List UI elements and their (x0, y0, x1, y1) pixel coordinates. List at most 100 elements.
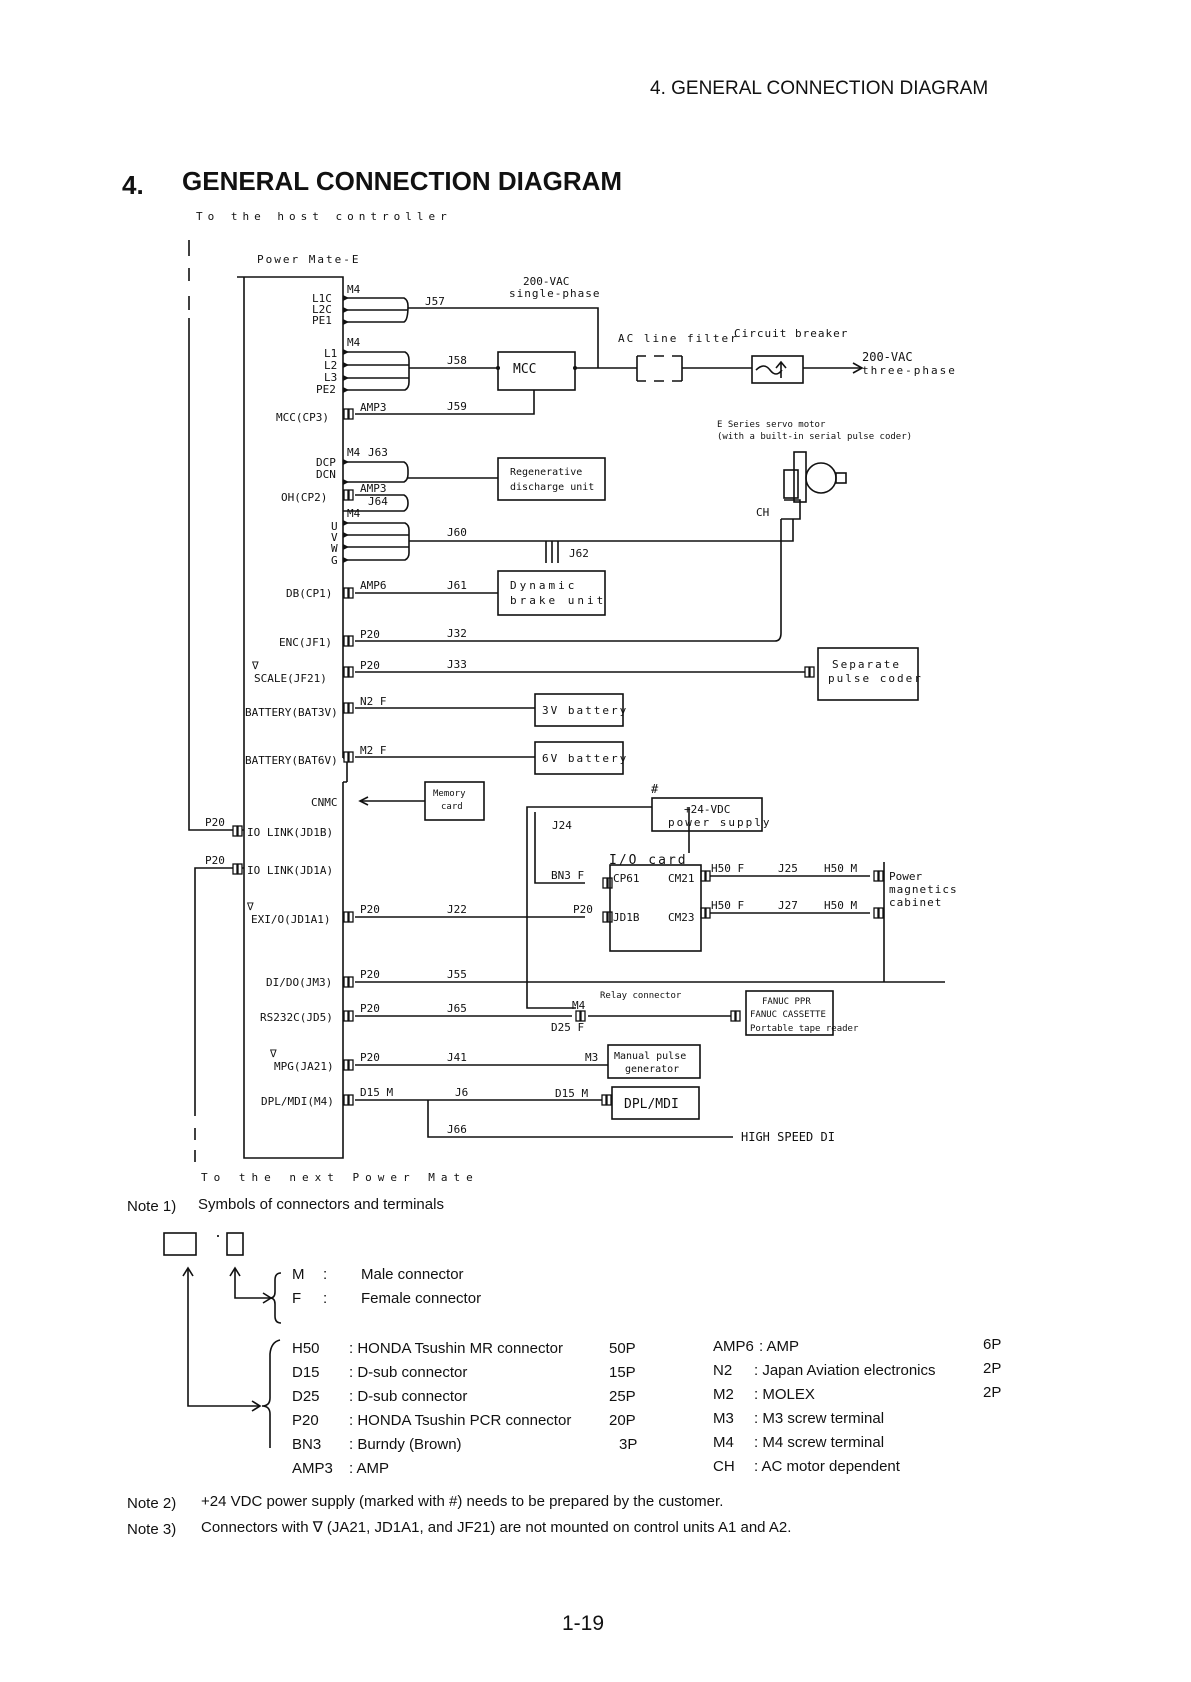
terminal-uvwg (343, 520, 349, 563)
cable-j66: J66 (447, 1123, 467, 1136)
legend-left-pins: 50P (609, 1340, 636, 1357)
tri-jd1a1: ∇ (246, 900, 254, 913)
type-arrow-line (187, 1268, 260, 1407)
io-cm23: CM23 (668, 911, 695, 924)
mem-label: Memory (433, 789, 466, 799)
conn-h50m1: H50 M (824, 862, 857, 875)
legend-left-pins: 15P (609, 1364, 636, 1381)
to-host: To the host controller (196, 210, 452, 223)
cable-j32: J32 (447, 627, 467, 640)
j57-wire (343, 297, 409, 323)
motor-sub: (with a built-in serial pulse coder) (717, 432, 912, 442)
cable-j27: J27 (778, 899, 798, 912)
gender-brace (269, 1272, 282, 1324)
legend-right-pins: 6P (983, 1336, 1002, 1353)
port-l2: L2 (324, 359, 337, 372)
vac3-sub: three-phase (862, 364, 957, 377)
conn-m4a: M4 (347, 283, 361, 296)
connector-glyph-cp3 (343, 408, 354, 420)
servo-motor (781, 451, 847, 520)
port-l1: L1 (324, 347, 337, 360)
connector-glyph-cp2 (343, 489, 354, 501)
conn-bn3f: BN3 F (551, 869, 584, 882)
breaker-label: Circuit breaker (734, 327, 848, 340)
ac-filter-label: AC line filter (618, 332, 739, 345)
legend-left-code: D25 (292, 1388, 320, 1405)
cable-j57: J57 (425, 295, 445, 308)
legend-right-code: M2 (713, 1386, 734, 1403)
port-enc: ENC(JF1) (279, 636, 332, 649)
connector-glyph-sep (804, 666, 815, 678)
mpg-label-b: generator (625, 1064, 679, 1075)
bat3-box (534, 693, 624, 727)
port-dido: DI/DO(JM3) (266, 976, 332, 989)
three-phase-arrow (852, 362, 864, 374)
vac1-label: 200-VAC (523, 275, 569, 288)
gender-arrow-up (229, 1266, 241, 1277)
regen-box (497, 457, 606, 501)
connector-glyph-jf21 (343, 666, 354, 678)
cable-j24: J24 (552, 819, 572, 832)
legend-right-code: AMP6 (713, 1338, 754, 1355)
connector-glyph-cm21 (700, 870, 711, 882)
type-arrow-right (251, 1400, 262, 1412)
connection-diagram: Power Mate-E To the host controller To t… (188, 210, 957, 1184)
bat6-box (534, 741, 624, 775)
note2-label: Note 2) (127, 1495, 177, 1512)
cable-j65: J65 (447, 1002, 467, 1015)
type-brace (261, 1339, 281, 1448)
legend-left-desc: : HONDA Tsushin MR connector (349, 1340, 563, 1357)
tri-jf21: ∇ (251, 659, 259, 672)
port-l1c: L1C (312, 292, 332, 305)
j59-line (355, 390, 535, 415)
connector-glyph-m4 (343, 1094, 354, 1106)
connector-glyph-jm3 (343, 976, 354, 988)
sep-label: Separate (832, 658, 901, 671)
conn-n2f: N2 F (360, 695, 387, 708)
ac-filter-box (636, 355, 683, 382)
type-arrow-up (182, 1266, 194, 1277)
legend-right-desc: : Japan Aviation electronics (754, 1362, 936, 1379)
power-mate-body (237, 276, 344, 1159)
io-jd1b: JD1B (613, 911, 640, 924)
conn-p20e: P20 (360, 903, 380, 916)
legend-left-desc: : D-sub connector (349, 1364, 468, 1381)
legend-right-desc: : AMP (759, 1338, 800, 1355)
connector-glyph-cp1 (343, 587, 354, 599)
j62-wire (545, 541, 559, 563)
ppr-label-b: FANUC CASSETTE (750, 1010, 826, 1020)
connector-glyph-ja21 (343, 1059, 354, 1071)
conn-m3: M3 (585, 1051, 598, 1064)
port-pe2: PE2 (316, 383, 336, 396)
legend-left-code: AMP3 (292, 1460, 333, 1477)
legend-right-code: N2 (713, 1362, 733, 1379)
j66-line (427, 1100, 733, 1138)
connector-glyph-bat3v (343, 702, 354, 714)
dpl-box (611, 1086, 700, 1120)
j60-line (409, 519, 794, 542)
note2-text: +24 VDC power supply (marked with #) nee… (201, 1493, 724, 1510)
conn-amp6: AMP6 (360, 579, 387, 592)
note3-label: Note 3) (127, 1521, 177, 1538)
port-rs232: RS232C(JD5) (260, 1011, 333, 1024)
connector-glyph-cab1 (873, 870, 884, 882)
legend-left-desc: : Burndy (Brown) (349, 1436, 462, 1453)
conn-p20g: P20 (360, 1002, 380, 1015)
ppr-label-a: FANUC PPR (762, 997, 811, 1007)
ppr-label-c: Portable tape reader (750, 1024, 859, 1034)
port-dpl: DPL/MDI(M4) (261, 1095, 334, 1108)
terminal-l1-pe2 (343, 349, 349, 393)
bat6-label: 6V battery (542, 752, 628, 765)
memory-card-box (424, 781, 485, 821)
legend-right-code: M4 (713, 1434, 734, 1451)
note1-text: Symbols of connectors and terminals (198, 1196, 444, 1213)
breaker-box (751, 355, 804, 384)
conn-m4e: M4 (572, 999, 586, 1012)
vac3-label: 200-VAC (862, 350, 913, 364)
symbol-legend-arrows (163, 1232, 282, 1448)
note1-label: Note 1) (127, 1198, 177, 1215)
cable-j58: J58 (447, 354, 467, 367)
next-line (194, 867, 244, 1108)
conn-p20d: P20 (205, 854, 225, 867)
io-cm21: CM21 (668, 872, 695, 885)
